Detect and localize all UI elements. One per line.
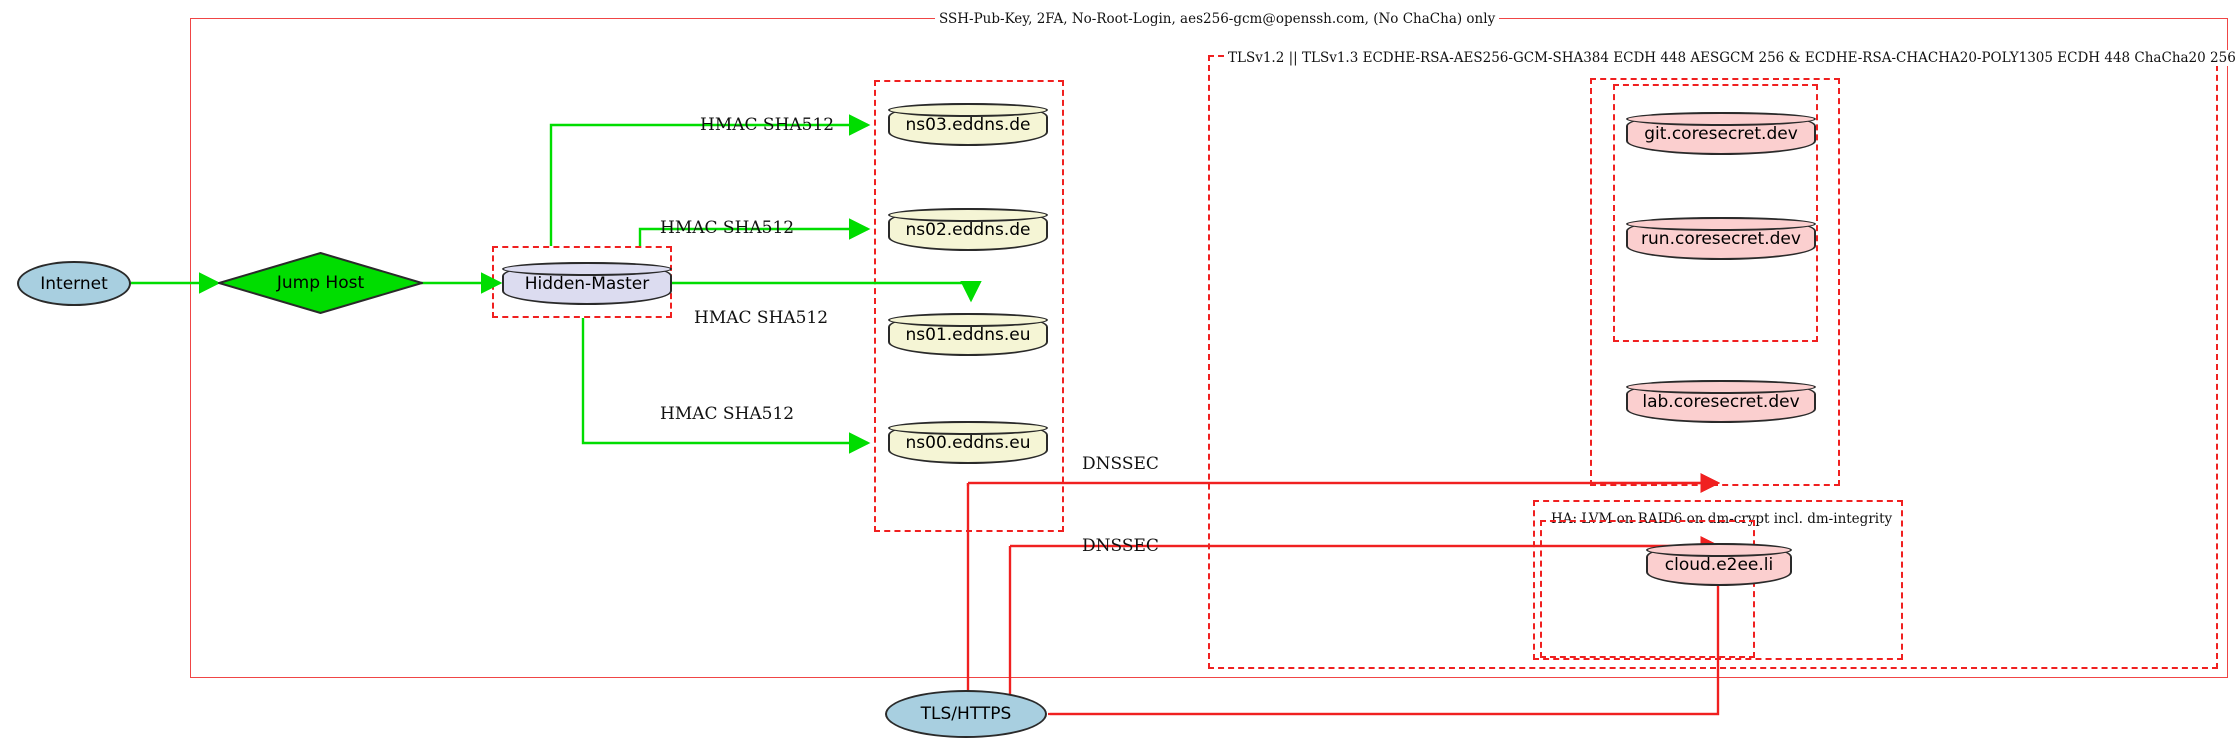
- node-jump-host[interactable]: Jump Host: [218, 252, 423, 314]
- node-ns03-top: [888, 103, 1048, 117]
- node-ns01-label: ns01.eddns.eu: [905, 324, 1031, 345]
- node-cloud-e2ee-top: [1646, 543, 1792, 557]
- node-ns01-top: [888, 313, 1048, 327]
- node-ns02-top: [888, 208, 1048, 222]
- edge-label-hmac-ns00: HMAC SHA512: [660, 404, 795, 424]
- edge-label-dnssec-lower: DNSSEC: [1082, 536, 1159, 556]
- node-ns01[interactable]: ns01.eddns.eu: [888, 313, 1048, 356]
- node-cloud-e2ee[interactable]: cloud.e2ee.li: [1646, 543, 1792, 586]
- cluster-ssh-policy-label: SSH-Pub-Key, 2FA, No-Root-Login, aes256-…: [935, 11, 1500, 27]
- cluster-tls-policy-label: TLSv1.2 || TLSv1.3 ECDHE-RSA-AES256-GCM-…: [1224, 50, 2240, 66]
- node-hidden-master[interactable]: Hidden-Master: [502, 262, 672, 305]
- node-run-coresecret-label: run.coresecret.dev: [1641, 228, 1801, 249]
- node-hidden-master-top: [502, 262, 672, 276]
- node-internet-label: Internet: [40, 273, 108, 294]
- node-git-coresecret[interactable]: git.coresecret.dev: [1626, 112, 1816, 155]
- node-lab-coresecret-top: [1626, 380, 1816, 394]
- node-run-coresecret-top: [1626, 217, 1816, 231]
- edge-label-hmac-ns01: HMAC SHA512: [694, 308, 829, 328]
- node-cloud-e2ee-label: cloud.e2ee.li: [1664, 554, 1774, 575]
- node-git-coresecret-label: git.coresecret.dev: [1644, 123, 1798, 144]
- node-jump-host-label: Jump Host: [276, 273, 365, 293]
- node-tls-https[interactable]: TLS/HTTPS: [885, 690, 1047, 738]
- node-ns00[interactable]: ns00.eddns.eu: [888, 421, 1048, 464]
- edge-label-hmac-ns02: HMAC SHA512: [660, 218, 795, 238]
- node-git-coresecret-top: [1626, 112, 1816, 126]
- node-ns02[interactable]: ns02.eddns.de: [888, 208, 1048, 251]
- node-ns02-label: ns02.eddns.de: [905, 219, 1031, 240]
- node-lab-coresecret[interactable]: lab.coresecret.dev: [1626, 380, 1816, 423]
- node-ns00-label: ns00.eddns.eu: [905, 432, 1031, 453]
- node-lab-coresecret-label: lab.coresecret.dev: [1642, 391, 1800, 412]
- cluster-coresecret-inner: [1613, 84, 1818, 342]
- edge-label-hmac-ns03: HMAC SHA512: [700, 115, 835, 135]
- edge-label-dnssec-upper: DNSSEC: [1082, 454, 1159, 474]
- node-internet[interactable]: Internet: [17, 261, 131, 306]
- node-hidden-master-label: Hidden-Master: [524, 273, 650, 294]
- node-ns03[interactable]: ns03.eddns.de: [888, 103, 1048, 146]
- node-run-coresecret[interactable]: run.coresecret.dev: [1626, 217, 1816, 260]
- node-tls-https-label: TLS/HTTPS: [920, 704, 1012, 724]
- node-ns03-label: ns03.eddns.de: [905, 114, 1031, 135]
- node-ns00-top: [888, 421, 1048, 435]
- cluster-ha-inner: [1540, 520, 1755, 658]
- cluster-ha-policy-label: HA: LVM on RAID6 on dm-crypt incl. dm-in…: [1547, 511, 1897, 527]
